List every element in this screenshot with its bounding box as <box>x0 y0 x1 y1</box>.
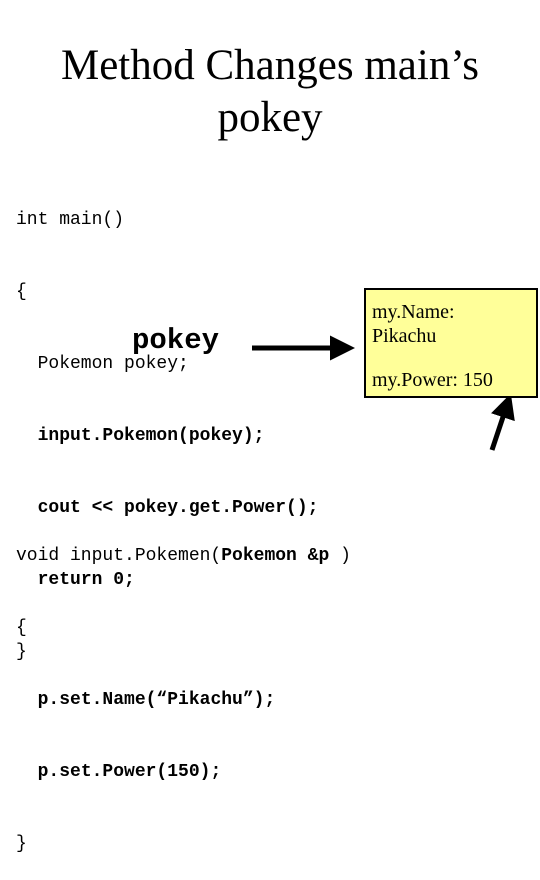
code-bold-text: cout << pokey.get.Power(); <box>37 498 319 518</box>
code-line: } <box>16 642 27 662</box>
code-text: void input.Pokemen( <box>16 546 222 566</box>
slide-title: Method Changes main’s pokey <box>0 40 540 144</box>
input-function-code: void input.Pokemen(Pokemon &p ) { p.set.… <box>16 496 351 880</box>
code-line: p.set.Power(150); <box>16 760 351 784</box>
code-bold-text: return 0; <box>37 570 135 590</box>
object-name-field: my.Name: Pikachu <box>372 300 455 348</box>
pokey-variable-label: pokey <box>132 324 220 357</box>
code-indent <box>16 690 38 710</box>
arrows-layer <box>252 335 515 451</box>
object-name-value: Pikachu <box>372 325 437 347</box>
code-line: { <box>16 282 27 302</box>
title-line-1: Method Changes main’s <box>60 42 479 89</box>
code-line: cout << pokey.get.Power(); <box>16 496 319 520</box>
code-line: return 0; <box>16 568 318 592</box>
object-name-label: my.Name: <box>372 301 455 323</box>
code-line: int main() <box>16 210 125 230</box>
code-bold-text: p.set.Power(150); <box>37 762 222 782</box>
object-power-field: my.Power: 150 <box>372 369 493 391</box>
code-text: ) <box>329 546 351 566</box>
pokemon-object-box: my.Name: Pikachu my.Power: 150 <box>364 288 538 398</box>
pointer-arrow <box>489 393 515 451</box>
code-bold-text: input.Pokemon(pokey); <box>37 426 265 446</box>
code-line: input.Pokemon(pokey); <box>16 424 318 448</box>
code-line: p.set.Name(“Pikachu”); <box>16 688 351 712</box>
main-function-code: int main() { Pokemon pokey; input.Pokemo… <box>16 160 318 688</box>
title-line-2: pokey <box>217 94 323 141</box>
code-indent <box>16 762 38 782</box>
code-line: Pokemon pokey; <box>16 354 189 374</box>
code-bold-text: Pokemon &p <box>221 546 330 566</box>
code-line: } <box>16 834 27 854</box>
code-line: { <box>16 618 27 638</box>
code-bold-text: p.set.Name(“Pikachu”); <box>37 690 276 710</box>
code-line: void input.Pokemen(Pokemon &p ) <box>16 544 351 568</box>
